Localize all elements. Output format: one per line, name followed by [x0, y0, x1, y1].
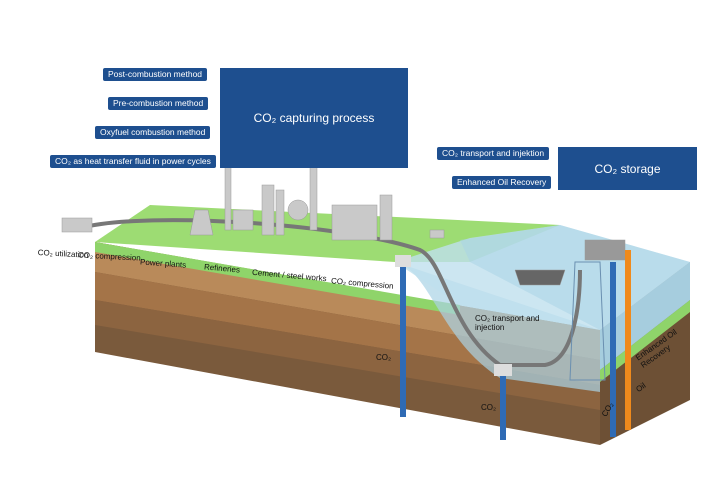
- label-co2-a: CO₂: [376, 353, 392, 362]
- injection-well-2: [500, 372, 506, 440]
- heat-transfer-tag: CO₂ as heat transfer fluid in power cycl…: [50, 155, 216, 168]
- label-co2-b: CO₂: [481, 403, 497, 412]
- label-transport-injection: CO₂ transport and injection: [475, 314, 540, 332]
- pre-combustion-tag: Pre-combustion method: [108, 97, 209, 110]
- storage-box: CO₂ storage: [558, 147, 697, 190]
- oil-production-well: [625, 250, 631, 430]
- capture-process-box: CO₂ capturing process: [220, 68, 408, 168]
- post-combustion-tag: Post-combustion method: [103, 68, 208, 81]
- oxyfuel-tag: Oxyfuel combustion method: [95, 126, 211, 139]
- injection-well-3: [610, 262, 616, 437]
- eor-tag: Enhanced Oil Recovery: [452, 176, 552, 189]
- transport-injection-tag: CO₂ transport and injektion: [437, 147, 550, 160]
- injection-well-1: [400, 262, 406, 417]
- industrial-plants: [61, 144, 626, 286]
